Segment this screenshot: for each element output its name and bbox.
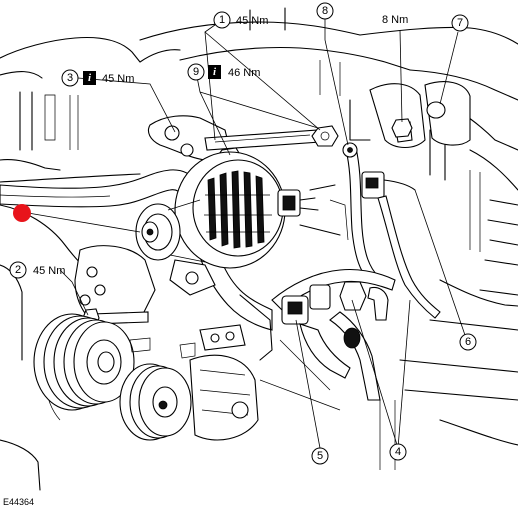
callout-3-number: 3 [67,72,73,84]
callout-1-torque: 45 Nm [236,15,268,27]
callout-8: 8 8 Nm [316,2,408,26]
callout-7: 7 [451,14,469,32]
callout-4: 4 [389,443,407,461]
callout-1: 1 45 Nm [213,11,268,29]
info-icon-glyph: i [213,66,217,78]
figure-code: E44364 [3,497,34,507]
callout-2-number: 2 [15,264,21,276]
alternator [135,151,319,296]
callout-9-number: 9 [193,66,199,78]
callout-8-number: 8 [322,5,328,17]
callout-2: 2 45 Nm [9,261,65,279]
callout-3: 3 i 45 Nm [61,69,134,87]
callout-7-number: 7 [457,17,463,29]
pulleys [33,245,259,441]
callout-3-torque: 45 Nm [102,73,134,85]
red-dot-icon [13,204,31,222]
callout-6-number: 6 [465,336,471,348]
callout-8-torque: 8 Nm [382,14,408,26]
leader-lines [27,19,467,449]
info-icon-glyph: i [88,72,92,84]
callout-6: 6 [459,333,477,351]
callout-9: 9 i 46 Nm [187,63,260,81]
callout-5: 5 [311,447,329,465]
wiring-harness [239,118,441,411]
callout-9-torque: 46 Nm [228,67,260,79]
callout-2-torque: 45 Nm [33,265,65,277]
callout-4-number: 4 [395,446,401,458]
callout-5-number: 5 [317,450,323,462]
callout-1-number: 1 [219,14,225,26]
info-icon [83,71,96,85]
info-icon [208,65,221,79]
